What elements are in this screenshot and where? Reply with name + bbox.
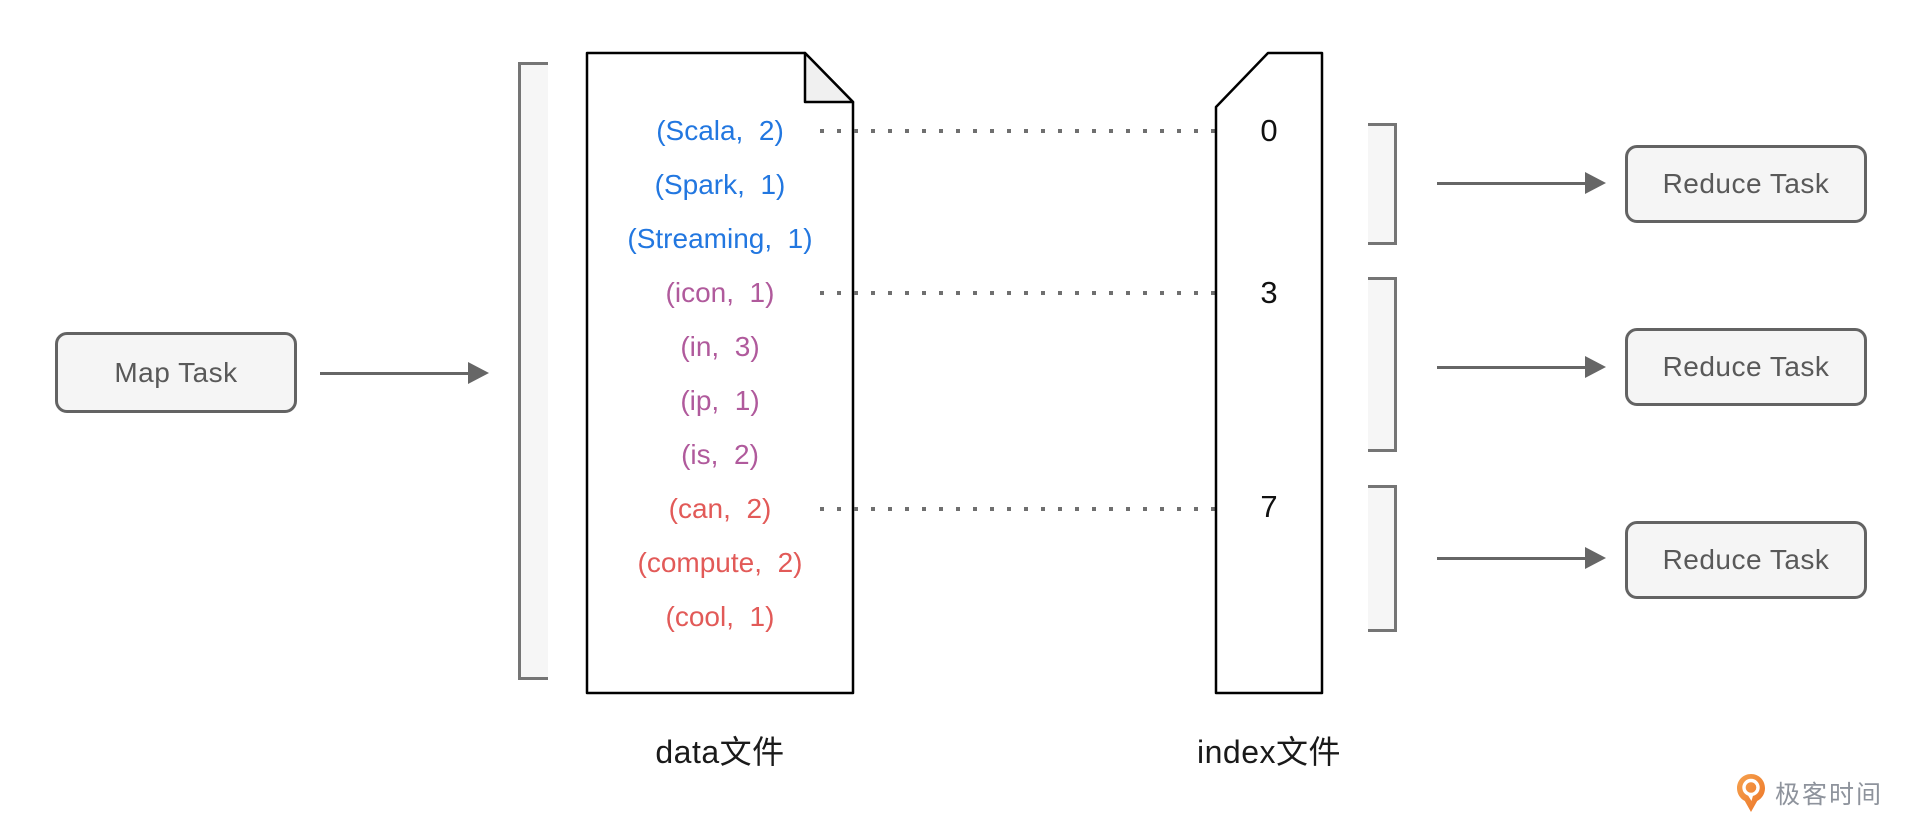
kv-pair: (Streaming, 1) [627, 223, 813, 254]
map-task-node: Map Task [55, 332, 297, 413]
arrow-shaft [1437, 365, 1587, 369]
reduce-task-node: Reduce Task [1625, 328, 1867, 406]
partition-to-reduce-arrow [1437, 356, 1607, 378]
reduce-task-node: Reduce Task [1625, 145, 1867, 223]
dotted-connector [820, 129, 1240, 133]
arrow-head-icon [1585, 547, 1606, 569]
indexfile-label: index文件 [1196, 734, 1341, 770]
arrow-head-icon [1585, 172, 1606, 194]
kv-pair: (Spark, 1) [654, 169, 786, 200]
arrow-shaft [320, 371, 470, 375]
partition-to-reduce-arrow [1437, 172, 1607, 194]
arrow-head-icon [1585, 356, 1606, 378]
reduce-task-node: Reduce Task [1625, 521, 1867, 599]
index-offset: 3 [1260, 275, 1278, 310]
datafile-bracket [518, 62, 548, 680]
kv-pair: (ip, 1) [680, 385, 760, 416]
geektime-pin-icon [1737, 774, 1765, 812]
partition-bracket [1368, 485, 1397, 632]
kv-pair: (is, 2) [681, 439, 759, 470]
partition-to-reduce-arrow [1437, 547, 1607, 569]
brand-name: 极客时间 [1775, 781, 1884, 809]
indexfile-document-icon [1214, 51, 1324, 695]
kv-pair: (Scala, 2) [656, 115, 784, 146]
brand-logo: 极客时间 [1736, 772, 1883, 814]
kv-pair: (cool, 1) [665, 601, 775, 632]
arrow-head-icon [468, 362, 489, 384]
arrow-shaft [1437, 556, 1587, 560]
partition-bracket [1368, 123, 1397, 245]
kv-pair: (icon, 1) [665, 277, 775, 308]
datafile-label: data文件 [655, 734, 785, 770]
map-to-datafile-arrow [320, 362, 490, 384]
partition-bracket [1368, 277, 1397, 452]
index-offset: 0 [1260, 113, 1278, 148]
arrow-shaft [1437, 181, 1587, 185]
kv-pair-list: (Scala, 2) (Spark, 1) (Streaming, 1) (ic… [587, 104, 853, 644]
kv-pair: (can, 2) [668, 493, 772, 524]
kv-pair: (compute, 2) [637, 547, 803, 578]
dotted-connector [820, 291, 1240, 295]
dotted-connector [820, 507, 1240, 511]
datafile-document-icon [585, 51, 855, 695]
kv-pair: (in, 3) [680, 331, 760, 362]
index-offset: 7 [1260, 489, 1278, 524]
